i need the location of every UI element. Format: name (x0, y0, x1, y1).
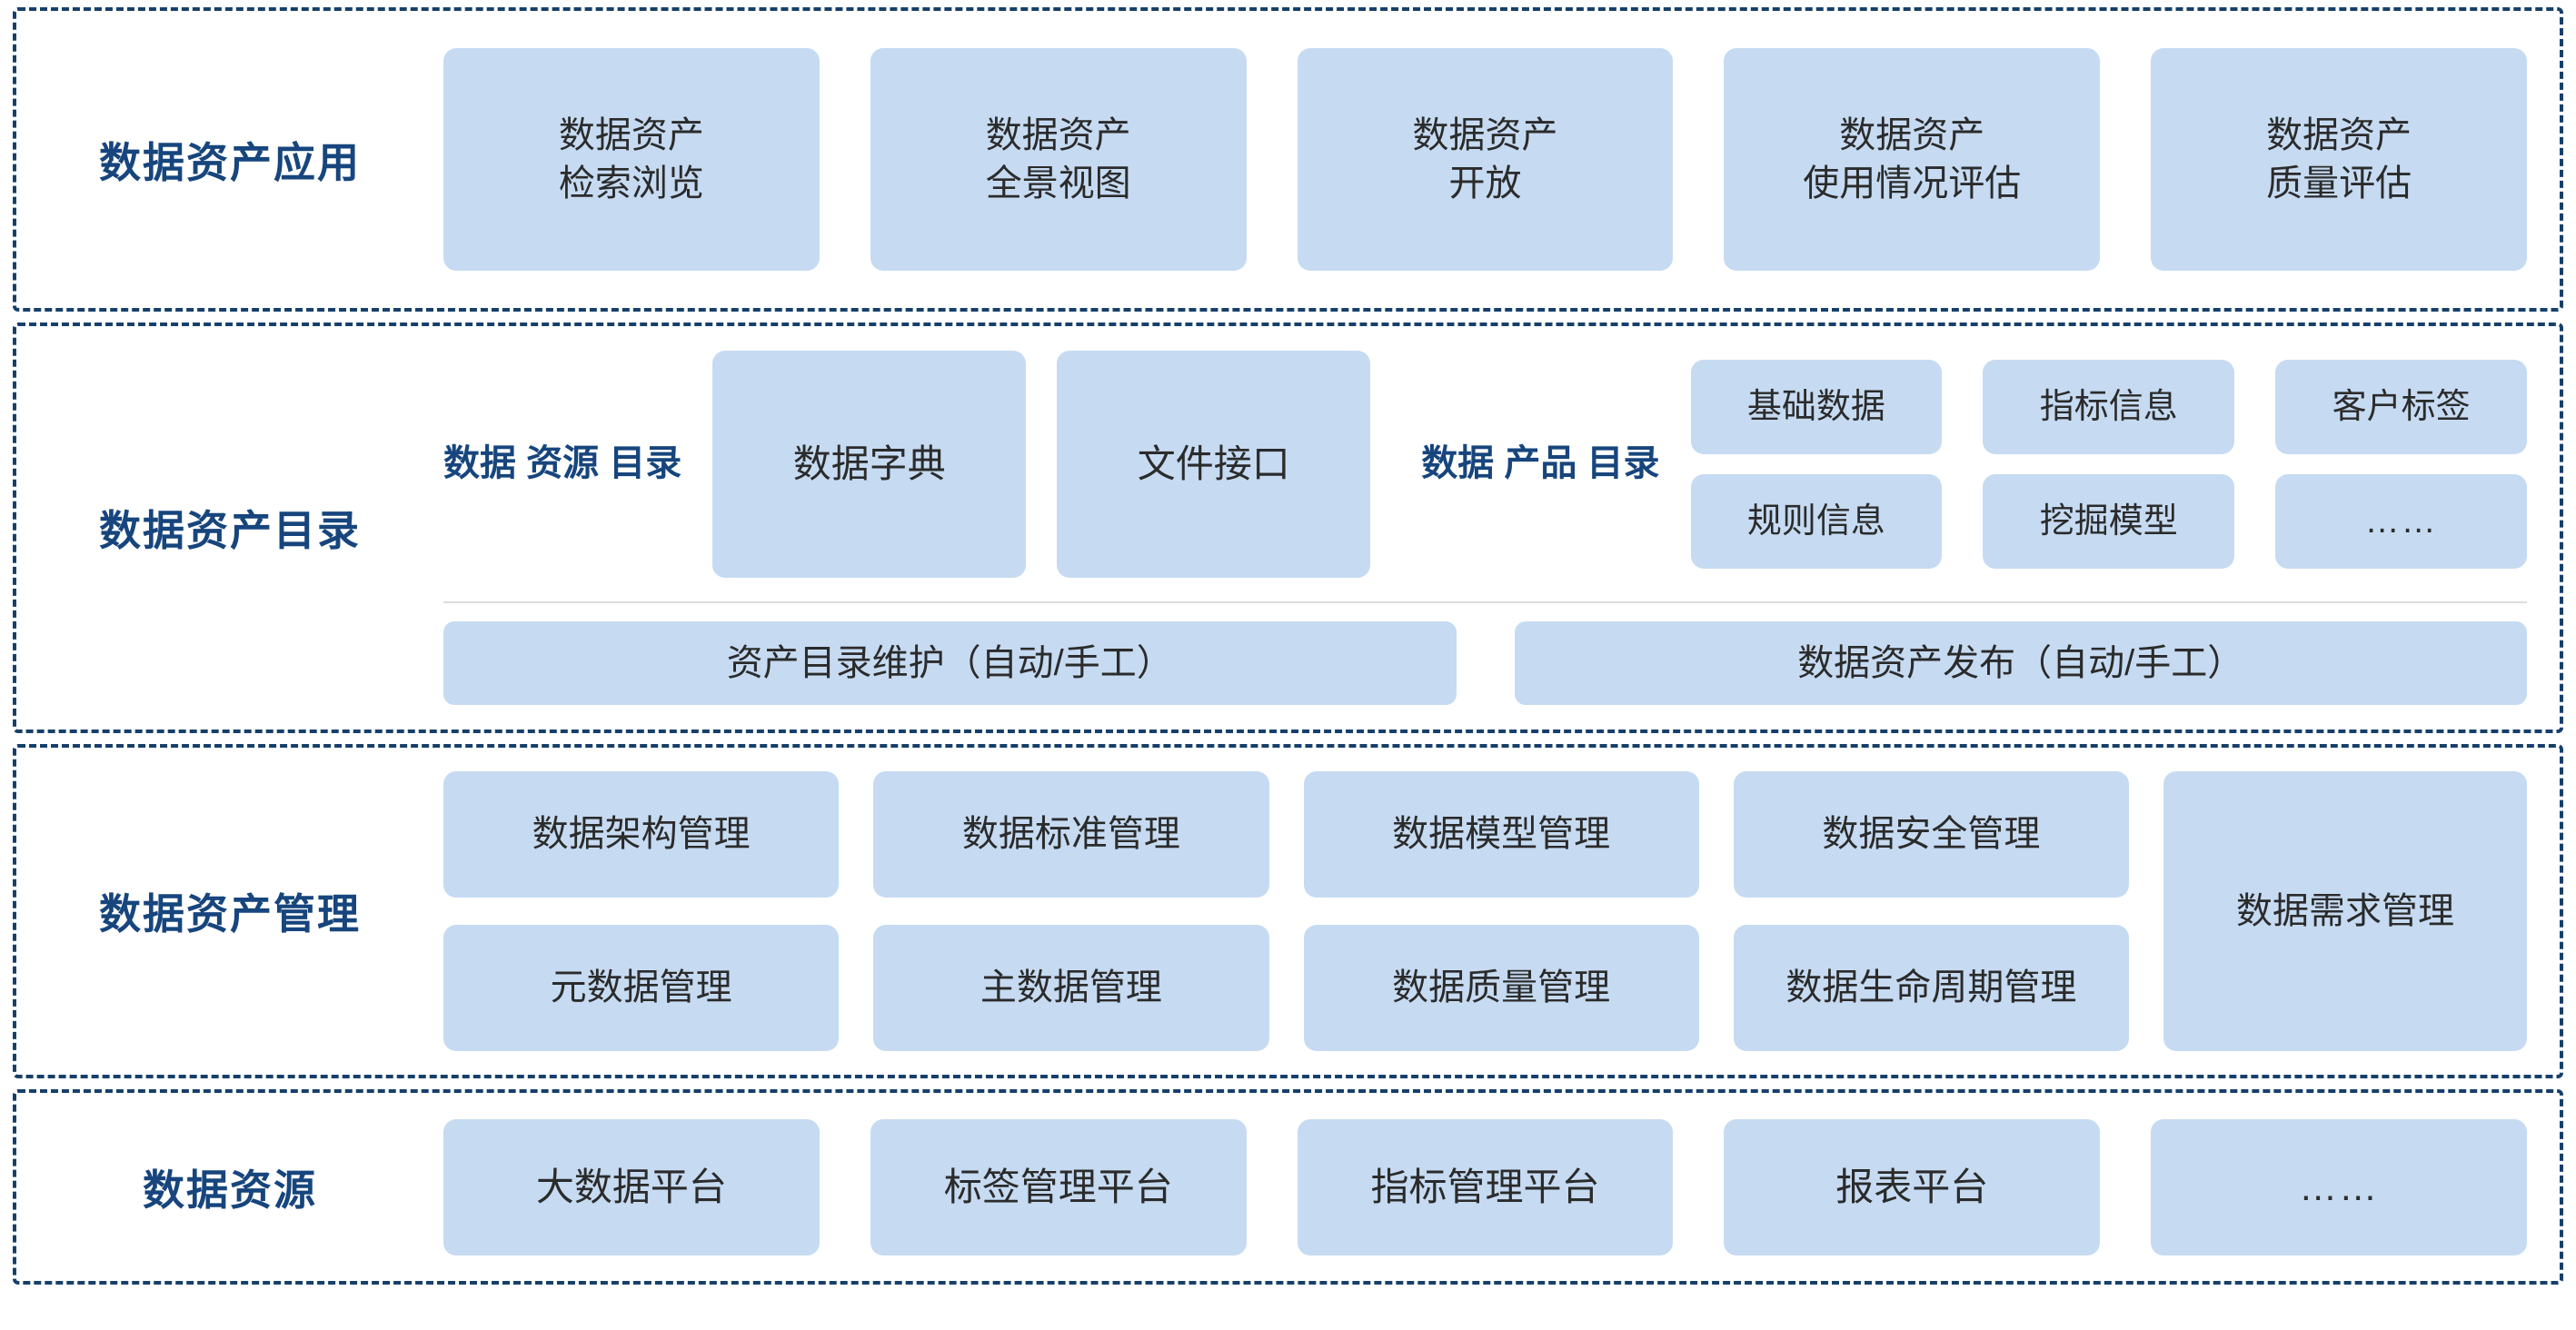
box-data-requirement-management[interactable]: 数据需求管理 (2163, 771, 2527, 1051)
box-line-2: 开放 (1448, 163, 1522, 203)
tier-body-application: 数据资产 检索浏览 数据资产 全景视图 数据资产 开放 数据资产 使用情况评估 … (443, 11, 2560, 308)
sub-label-product-catalog: 数据 产品 目录 (1421, 442, 1659, 487)
management-grid: 数据架构管理 数据标准管理 数据模型管理 数据安全管理 元数据管理 主数据管理 … (443, 771, 2129, 1051)
box-report-platform[interactable]: 报表平台 (1724, 1118, 2101, 1256)
box-mining-model[interactable]: 挖掘模型 (1983, 474, 2235, 569)
box-resource-more[interactable]: …… (2151, 1118, 2527, 1256)
box-line-1: 数据资产 (1412, 114, 1558, 155)
box-tag-management-platform[interactable]: 标签管理平台 (870, 1118, 1247, 1256)
box-line-2: 全景视图 (985, 163, 1131, 203)
box-indicator-management-platform[interactable]: 指标管理平台 (1297, 1118, 1674, 1256)
box-asset-usage-evaluation[interactable]: 数据资产 使用情况评估 (1724, 48, 2101, 271)
box-master-data-management[interactable]: 主数据管理 (873, 925, 1269, 1051)
box-asset-open[interactable]: 数据资产 开放 (1297, 48, 1674, 271)
box-customer-tag[interactable]: 客户标签 (2275, 360, 2527, 454)
box-asset-publish[interactable]: 数据资产发布（自动/手工） (1514, 621, 2527, 705)
catalog-top-row: 数据 资源 目录 数据字典 文件接口 数据 产品 目录 基础数据 指标信息 客户… (443, 351, 2527, 598)
box-line-2: 使用情况评估 (1803, 163, 2022, 203)
sub-label-resource-catalog: 数据 资源 目录 (443, 442, 681, 487)
tier-data-asset-management: 数据资产管理 数据架构管理 数据标准管理 数据模型管理 数据安全管理 元数据管理… (13, 744, 2563, 1078)
box-rule-info[interactable]: 规则信息 (1690, 474, 1943, 569)
box-line-1: 数据资产 (2266, 114, 2412, 155)
sub-label-line-1: 数据 (1421, 443, 1495, 484)
sub-label-line-1: 数据 (443, 443, 516, 484)
box-line-1: 数据资产 (1839, 114, 1985, 155)
tier-data-asset-application: 数据资产应用 数据资产 检索浏览 数据资产 全景视图 数据资产 开放 数据资产 … (13, 7, 2563, 312)
sub-label-line-2: 资源 (526, 443, 600, 484)
sub-label-line-2: 产品 (1504, 443, 1577, 484)
tier-data-resource: 数据资源 大数据平台 标签管理平台 指标管理平台 报表平台 …… (13, 1089, 2563, 1285)
catalog-divider (443, 601, 2527, 603)
box-data-dictionary[interactable]: 数据字典 (712, 351, 1027, 578)
box-line-2: 质量评估 (2266, 163, 2412, 203)
box-metadata-management[interactable]: 元数据管理 (443, 925, 840, 1051)
box-basic-data[interactable]: 基础数据 (1690, 360, 1943, 454)
tier-body-resource: 大数据平台 标签管理平台 指标管理平台 报表平台 …… (443, 1093, 2560, 1281)
product-catalog-grid: 基础数据 指标信息 客户标签 规则信息 挖掘模型 …… (1690, 360, 2527, 569)
box-line-1: 数据资产 (558, 114, 704, 155)
box-asset-panorama-view[interactable]: 数据资产 全景视图 (870, 48, 1247, 271)
box-indicator-info[interactable]: 指标信息 (1983, 360, 2235, 454)
tier-label-application: 数据资产应用 (99, 138, 361, 186)
box-big-data-platform[interactable]: 大数据平台 (443, 1118, 820, 1256)
box-data-security-management[interactable]: 数据安全管理 (1733, 771, 2129, 898)
box-data-standard-management[interactable]: 数据标准管理 (873, 771, 1269, 898)
box-data-model-management[interactable]: 数据模型管理 (1303, 771, 1699, 898)
box-line-2: 检索浏览 (558, 163, 704, 203)
tier-label-management: 数据资产管理 (99, 890, 361, 938)
tier-data-asset-catalog: 数据资产目录 数据 资源 目录 数据字典 文件接口 数据 产品 目录 基础数据 … (13, 323, 2563, 733)
sub-label-line-3: 目录 (1586, 443, 1660, 484)
box-file-interface[interactable]: 文件接口 (1057, 351, 1371, 578)
box-product-more[interactable]: …… (2275, 474, 2527, 569)
box-data-architecture-management[interactable]: 数据架构管理 (443, 771, 840, 898)
box-data-quality-management[interactable]: 数据质量管理 (1303, 925, 1699, 1051)
box-asset-quality-evaluation[interactable]: 数据资产 质量评估 (2151, 48, 2527, 271)
catalog-bottom-row: 资产目录维护（自动/手工） 数据资产发布（自动/手工） (443, 621, 2527, 705)
tier-label-catalog: 数据资产目录 (99, 507, 361, 554)
tier-label-resource: 数据资源 (143, 1166, 317, 1214)
box-asset-search-browse[interactable]: 数据资产 检索浏览 (443, 48, 820, 271)
box-line-1: 数据资产 (985, 114, 1131, 155)
sub-label-line-3: 目录 (609, 443, 682, 484)
box-catalog-maintenance[interactable]: 资产目录维护（自动/手工） (443, 621, 1457, 705)
box-data-lifecycle-management[interactable]: 数据生命周期管理 (1733, 925, 2129, 1051)
tier-body-catalog: 数据 资源 目录 数据字典 文件接口 数据 产品 目录 基础数据 指标信息 客户… (443, 326, 2560, 730)
tier-body-management: 数据架构管理 数据标准管理 数据模型管理 数据安全管理 元数据管理 主数据管理 … (443, 748, 2560, 1075)
